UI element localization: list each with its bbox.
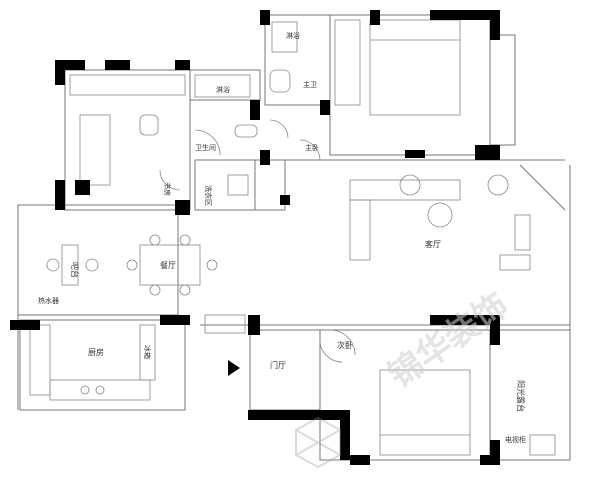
furniture xyxy=(29,19,556,456)
label-laundry: 洗衣区 xyxy=(204,185,213,206)
label-kitchen: 厨房 xyxy=(88,347,104,357)
label-water-heater: 热水器 xyxy=(38,296,59,305)
label-tv-cabinet: 电视柜 xyxy=(505,435,526,444)
label-guest-bath: 卫生间 xyxy=(195,143,216,152)
entrance-arrow xyxy=(228,360,240,376)
label-study-closet: 淋浴 xyxy=(216,85,230,94)
watermark-logo xyxy=(295,416,341,469)
label-bar: 吧台 xyxy=(70,262,80,278)
label-dining: 餐厅 xyxy=(160,261,176,270)
label-entrance: 门厅 xyxy=(270,360,286,370)
label-study: 书房 xyxy=(163,182,172,196)
label-living: 客厅 xyxy=(425,239,441,249)
thin-lines xyxy=(17,14,571,461)
label-master-bath: 主卫 xyxy=(303,80,317,89)
label-fridge: 冰箱 xyxy=(143,345,152,359)
walls xyxy=(10,10,500,465)
label-balcony: 阳光露台 xyxy=(516,380,526,412)
label-second-bedroom: 次卧 xyxy=(337,340,353,350)
label-master-hall: 主卧 xyxy=(305,143,319,152)
label-bathroom-top: 淋浴 xyxy=(286,31,300,40)
